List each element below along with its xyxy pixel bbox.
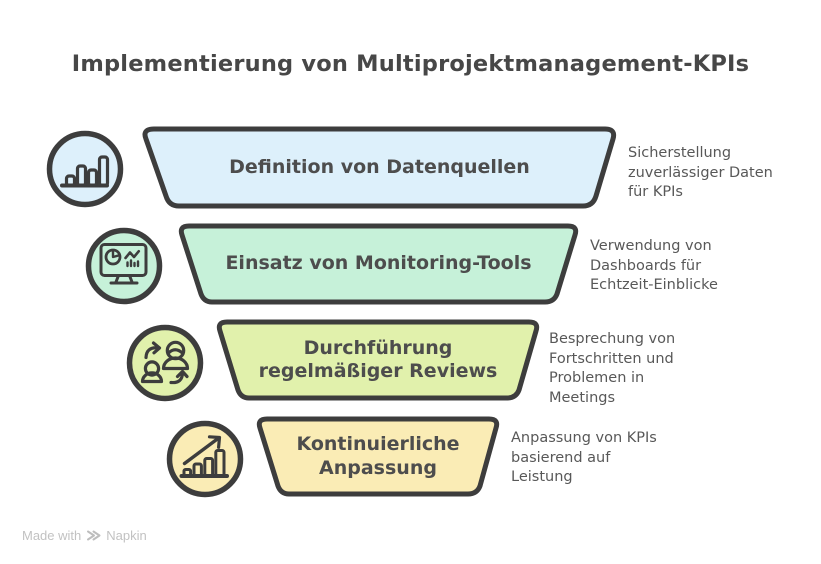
funnel-segment-1 (142, 126, 617, 209)
people-sync-icon (126, 324, 204, 402)
step-label-einsatz-von-monitoring-tools: Einsatz von Monitoring-Tools (225, 252, 532, 275)
step-description-2: Verwendung von Dashboards für Echtzeit-E… (590, 238, 718, 294)
bar-chart-glyph (60, 155, 110, 188)
growth-chart-icon (166, 420, 244, 498)
bar-chart-icon (46, 130, 124, 208)
napkin-logo-icon (87, 530, 101, 541)
diagram-title: Implementierung von Multiprojektmanageme… (71, 51, 750, 77)
step-description-3: Besprechung von Fortschritten und Proble… (549, 331, 676, 406)
step-description-4: Anpassung von KPIs basierend auf Leistun… (511, 430, 657, 486)
funnel-segment-2 (178, 223, 579, 305)
napkin-brand-text: Napkin (106, 528, 147, 543)
step-description-1: Sicherstellung zuverlässiger Daten für K… (628, 145, 773, 201)
icon-circle (85, 227, 163, 305)
made-with-napkin: Made with Napkin (22, 528, 147, 543)
made-with-text: Made with (22, 528, 82, 543)
people-sync-glyph (140, 340, 190, 385)
step-label-kontinuierliche-anpassung: Kontinuierliche Anpassung (296, 433, 460, 479)
step-label-durchfuehrung-regelmaessiger-reviews: Durchführung regelmäßiger Reviews (258, 336, 498, 382)
funnel-segment-4 (256, 416, 500, 497)
growth-glyph (179, 435, 229, 478)
monitor-dashboard-icon (85, 227, 163, 305)
monitor-glyph (99, 243, 148, 285)
funnel-segment-3 (216, 319, 540, 401)
step-label-definition-von-datenquellen: Definition von Datenquellen (229, 155, 530, 178)
